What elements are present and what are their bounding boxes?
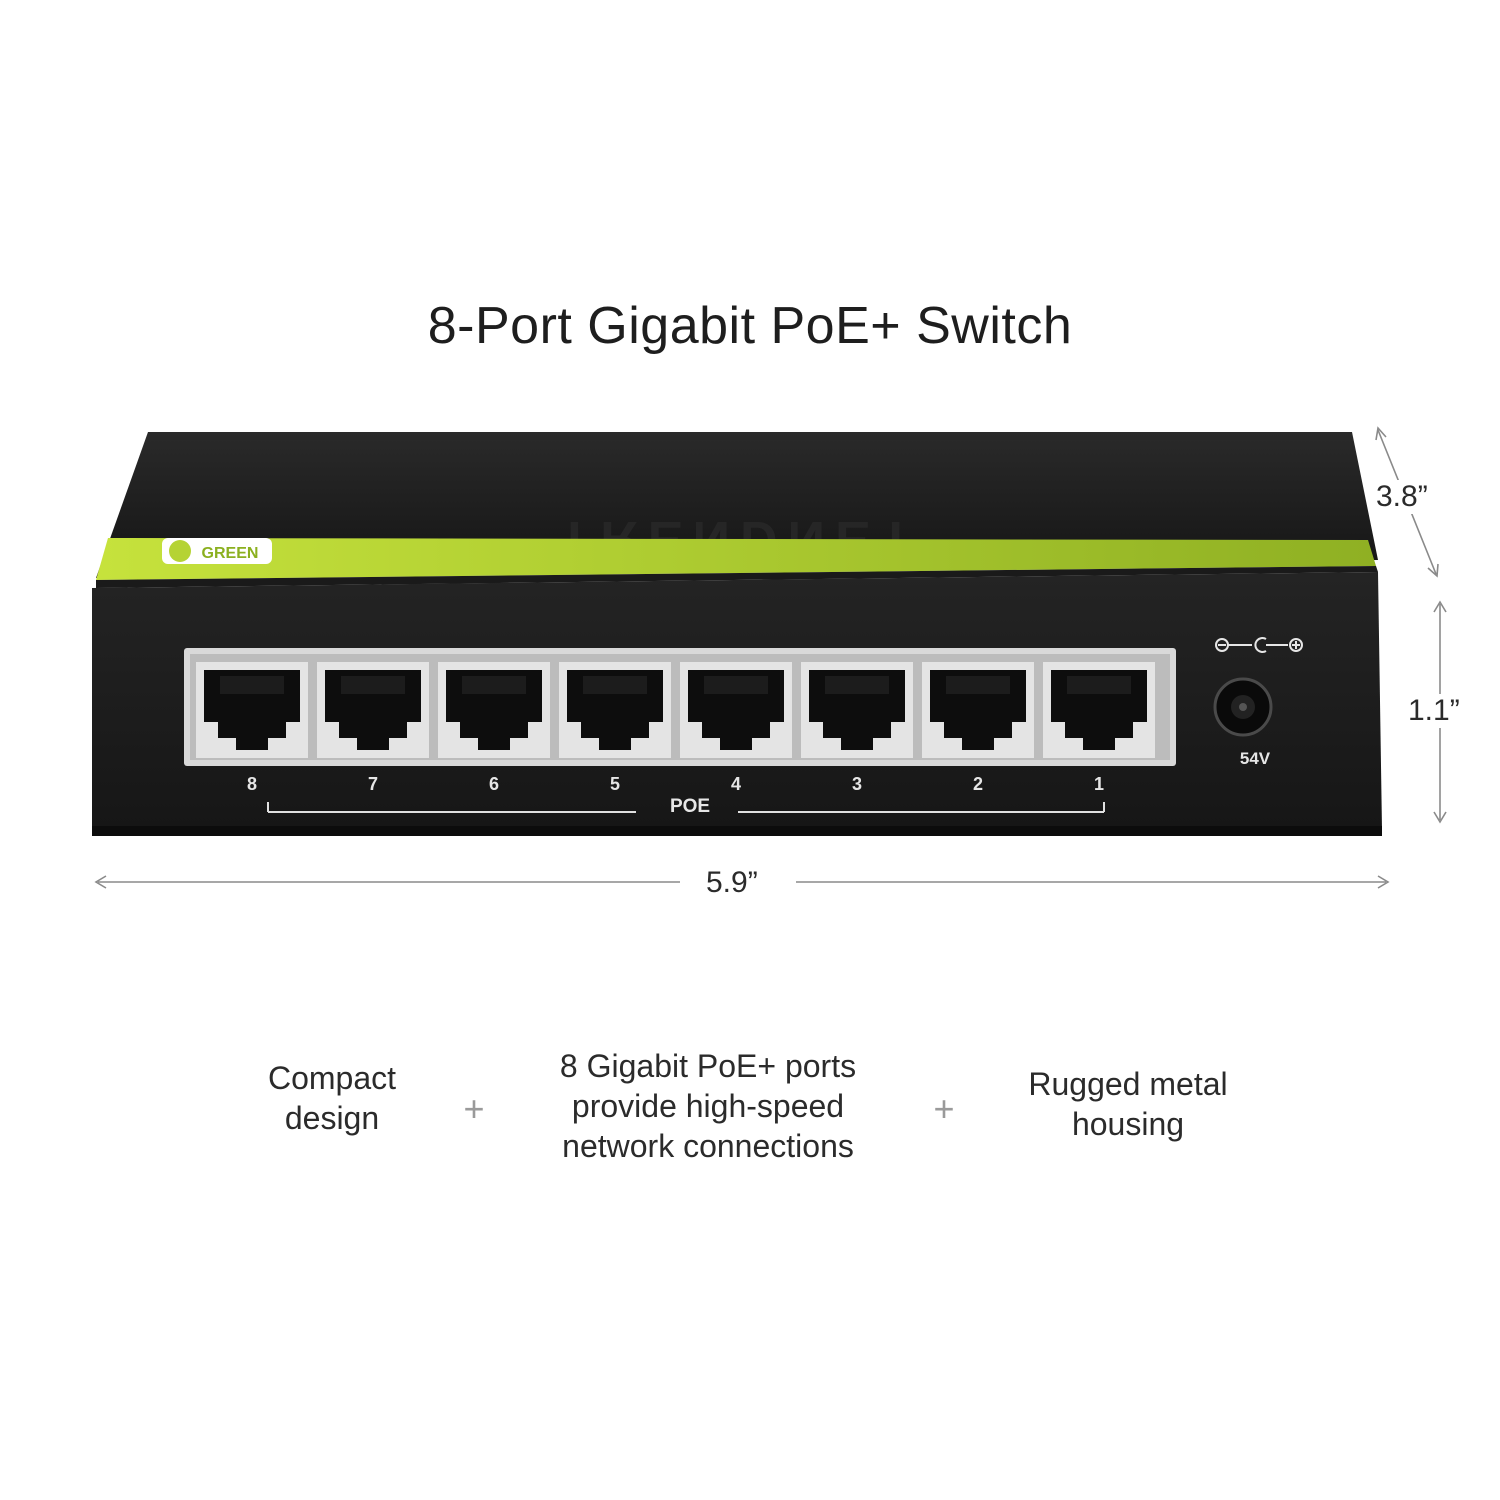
feature-compact-design: Compact design (267, 1060, 397, 1136)
rj45-port-8[interactable] (196, 662, 308, 758)
plus-separator: + (463, 1088, 485, 1129)
height-label: 1.1” (1408, 694, 1460, 728)
polarity-symbol-icon (1215, 637, 1303, 653)
port-number-label: 6 (488, 774, 499, 794)
rj45-port-6[interactable] (438, 662, 550, 758)
rj45-port-4[interactable] (680, 662, 792, 758)
depth-label: 3.8” (1376, 480, 1428, 514)
poe-label: POE (669, 796, 711, 817)
green-badge-icon: GREEN (162, 538, 272, 564)
page-title: 8-Port Gigabit PoE+ Switch (427, 297, 1073, 355)
power-label: 54V (1239, 749, 1271, 768)
svg-text:GREEN: GREEN (202, 545, 259, 562)
rj45-port-2[interactable] (922, 662, 1034, 758)
plus-separator: + (933, 1088, 955, 1129)
rj45-port-5[interactable] (559, 662, 671, 758)
port-number-label: 1 (1093, 774, 1104, 794)
feature-rugged-housing: Rugged metal housing (1028, 1066, 1228, 1142)
port-number-label: 8 (246, 774, 257, 794)
rj45-port-3[interactable] (801, 662, 913, 758)
width-label: 5.9” (706, 866, 758, 900)
port-number-label: 7 (367, 774, 378, 794)
feature-gigabit-ports: 8 Gigabit PoE+ ports provide high-speed … (559, 1048, 857, 1164)
port-number-label: 4 (730, 774, 741, 794)
port-number-label: 3 (851, 774, 862, 794)
power-jack-icon (1213, 677, 1273, 737)
switch-top-surface: TRENDNET (96, 432, 1378, 588)
rj45-port-1[interactable] (1043, 662, 1155, 758)
rj45-port-7[interactable] (317, 662, 429, 758)
port-number-label: 2 (972, 774, 983, 794)
port-number-label: 5 (609, 774, 620, 794)
switch-front-panel (92, 572, 1382, 836)
